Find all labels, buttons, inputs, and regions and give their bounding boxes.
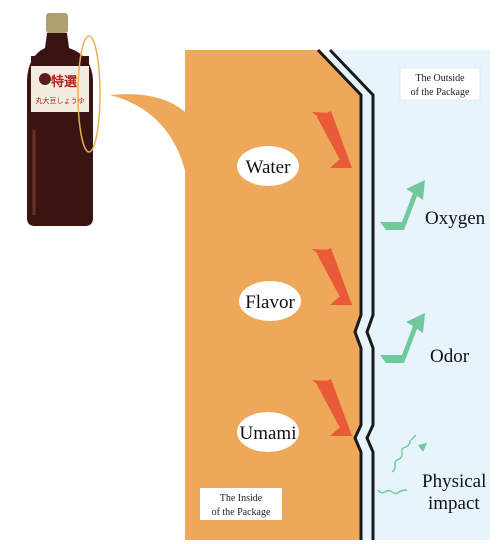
umami-item: Umami bbox=[237, 412, 299, 452]
wavy-arrow-upper-head bbox=[418, 443, 427, 452]
bottle-label-main: 特選 bbox=[51, 74, 77, 90]
oxygen-label: Oxygen bbox=[425, 208, 486, 229]
outside-label-box: The Outside of the Package bbox=[399, 67, 481, 101]
outside-region bbox=[330, 50, 490, 540]
bottle-logo-icon bbox=[39, 73, 51, 85]
water-label: Water bbox=[246, 157, 292, 178]
inside-region bbox=[110, 50, 360, 540]
odor-label: Odor bbox=[430, 346, 470, 367]
inside-label-line1: The Inside bbox=[220, 493, 263, 504]
bottle-highlight-ellipse bbox=[77, 35, 101, 153]
outside-label-line1: The Outside bbox=[415, 73, 465, 84]
soy-sauce-bottle: 特選 丸大豆しょうゆ bbox=[27, 13, 101, 226]
bottle-label-band bbox=[31, 56, 89, 66]
migration-out-arrow-icon bbox=[312, 111, 352, 436]
physical-label-line1: Physical bbox=[422, 471, 486, 492]
package-wall-outer-line bbox=[328, 48, 375, 540]
inside-label-box: The Inside of the Package bbox=[200, 488, 282, 520]
package-wall-inner-line bbox=[316, 48, 363, 540]
red-arrow-water bbox=[312, 111, 352, 168]
outside-label-line2: of the Package bbox=[411, 87, 470, 98]
umami-label: Umami bbox=[240, 423, 297, 444]
flavor-item: Flavor bbox=[239, 281, 301, 321]
physical-label-line2: impact bbox=[428, 493, 480, 514]
wavy-arrow-upper bbox=[391, 434, 417, 473]
inside-label-line2: of the Package bbox=[212, 507, 271, 518]
bottle-label-sub: 丸大豆しょうゆ bbox=[36, 96, 85, 105]
red-arrow-umami bbox=[312, 379, 352, 436]
bottle-cap bbox=[46, 13, 68, 33]
water-item: Water bbox=[237, 146, 299, 186]
green-arrow-odor bbox=[380, 313, 425, 363]
green-arrow-oxygen bbox=[380, 180, 425, 230]
wavy-arrow-lower bbox=[377, 489, 408, 495]
flavor-label: Flavor bbox=[245, 292, 295, 313]
red-arrow-flavor bbox=[312, 248, 352, 305]
impact-wavy-arrow-icon bbox=[377, 434, 427, 495]
permeation-in-arrow-icon bbox=[380, 180, 425, 363]
